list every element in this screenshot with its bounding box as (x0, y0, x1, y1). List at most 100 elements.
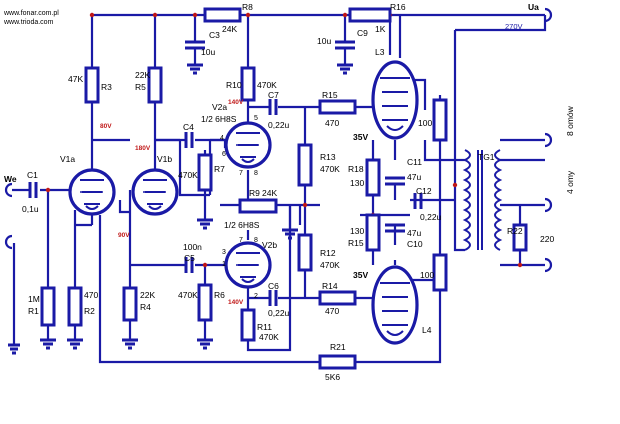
pin-label: 7 (239, 170, 243, 177)
tube-label-v2b: V2b (262, 240, 277, 250)
value-c11: 47u (407, 172, 421, 182)
label-r1: R1 (28, 306, 39, 316)
label-r2: R2 (84, 306, 95, 316)
value-r13: 470K (320, 164, 340, 174)
pin-label: 8 (254, 170, 258, 177)
label-c1: C1 (27, 170, 38, 180)
input-terminal (4, 182, 13, 198)
ground-icon (337, 63, 353, 75)
capacitor-c7 (268, 99, 278, 115)
labels: We Ua 270V V1a V1b V2a V2b L3 L4 TG1 1/2… (4, 2, 575, 382)
label-r4: R4 (140, 302, 151, 312)
label-4-ohm: 4 omy (565, 170, 575, 194)
label-r16: R16 (390, 2, 406, 12)
junction-dot (45, 187, 51, 193)
resistors (40, 7, 528, 370)
label-c3: C3 (209, 30, 220, 40)
junction-dot (452, 182, 458, 188)
value-r10: 470K (257, 80, 277, 90)
resistor-r1 (40, 286, 56, 327)
value-r9: 24K (262, 188, 277, 198)
value-r11: 470K (259, 332, 279, 342)
label-c4: C4 (183, 122, 194, 132)
resistor-r22 (512, 223, 528, 252)
output-label: Ua (528, 2, 539, 12)
voltage-v2b: 140V (228, 299, 244, 306)
ground-icon (40, 338, 56, 350)
input-ground-terminal (4, 234, 13, 250)
label-c6: C6 (268, 281, 279, 291)
label-c9: C9 (357, 28, 368, 38)
output-terminal-ua (544, 7, 553, 23)
resistor-r12 (297, 233, 313, 272)
value-c1: 0,1u (22, 204, 39, 214)
value-r6: 470K (178, 290, 198, 300)
ground-icon (197, 218, 213, 230)
resistor-r4 (122, 286, 138, 322)
label-r21: R21 (330, 342, 346, 352)
junction-dot (192, 12, 198, 18)
ground-icon (67, 338, 83, 350)
label-r18: R18 (348, 164, 364, 174)
watermark-line-1: www.fonar.com.pl (3, 10, 59, 17)
pin-label: 8 (254, 237, 258, 244)
label-c11: C11 (407, 157, 422, 167)
junction-dot (517, 262, 523, 268)
voltage-v2a: 140V (228, 99, 244, 106)
voltage-v1b: 180V (135, 145, 151, 152)
value-c12: 0,22u (420, 212, 442, 222)
value-r21: 5K6 (325, 372, 340, 382)
label-r10: R10 (226, 80, 242, 90)
label-r5: R5 (135, 82, 146, 92)
junction-dot (202, 262, 208, 268)
value-r4: 22K (140, 290, 155, 300)
resistor-100-top (432, 98, 448, 142)
tube-v1a (68, 168, 116, 216)
label-r7: R7 (214, 164, 225, 174)
output-terminal-8ohm (544, 132, 553, 148)
tube-label-l4: L4 (422, 325, 432, 335)
pin-label: 4 (220, 135, 224, 142)
junction-dot (342, 12, 348, 18)
label-c12: C12 (416, 186, 432, 196)
value-r8: 24K (222, 24, 237, 34)
label-r14: R14 (322, 281, 338, 291)
label-r8: R8 (242, 2, 253, 12)
voltage-v1a: 80V (100, 123, 112, 130)
resistor-r5 (147, 66, 163, 104)
ground-icon (282, 228, 298, 240)
label-c10: C10 (407, 239, 423, 249)
ground-icon (122, 338, 138, 350)
tube-label-l3: L3 (375, 47, 385, 57)
label-r13: R13 (320, 152, 336, 162)
resistor-r15-130 (365, 213, 381, 252)
tube-v2a (224, 121, 272, 169)
label-r9: R9 (249, 188, 260, 198)
junction-dot (152, 12, 158, 18)
label-8-ohm: 8 omów (565, 105, 575, 136)
label-r3: R3 (101, 82, 112, 92)
grounds (8, 63, 353, 355)
tube-label-v1b: V1b (157, 154, 172, 164)
capacitor-c9 (335, 40, 355, 50)
resistor-r8 (203, 7, 242, 23)
ground-icon (187, 63, 203, 75)
junction-dot (302, 202, 308, 208)
value-r22: 220 (540, 234, 554, 244)
voltage-l4-cathode: 35V (353, 270, 368, 280)
tube-type-v2b: 1/2 6H8S (224, 220, 260, 230)
tube-label-v1a: V1a (60, 154, 75, 164)
resistor-r16 (348, 7, 392, 23)
resistor-r10 (240, 66, 256, 102)
ground-icon (197, 338, 213, 350)
tube-l4 (371, 265, 419, 345)
value-c3: 10u (201, 47, 215, 57)
resistor-r7 (197, 153, 213, 192)
capacitors (28, 40, 423, 306)
resistor-r2 (67, 286, 83, 327)
value-r3: 47K (68, 74, 83, 84)
pin-label: 3 (222, 249, 226, 256)
voltage-l3-cathode: 35V (353, 132, 368, 142)
transformer-label: TG1 (478, 152, 495, 162)
